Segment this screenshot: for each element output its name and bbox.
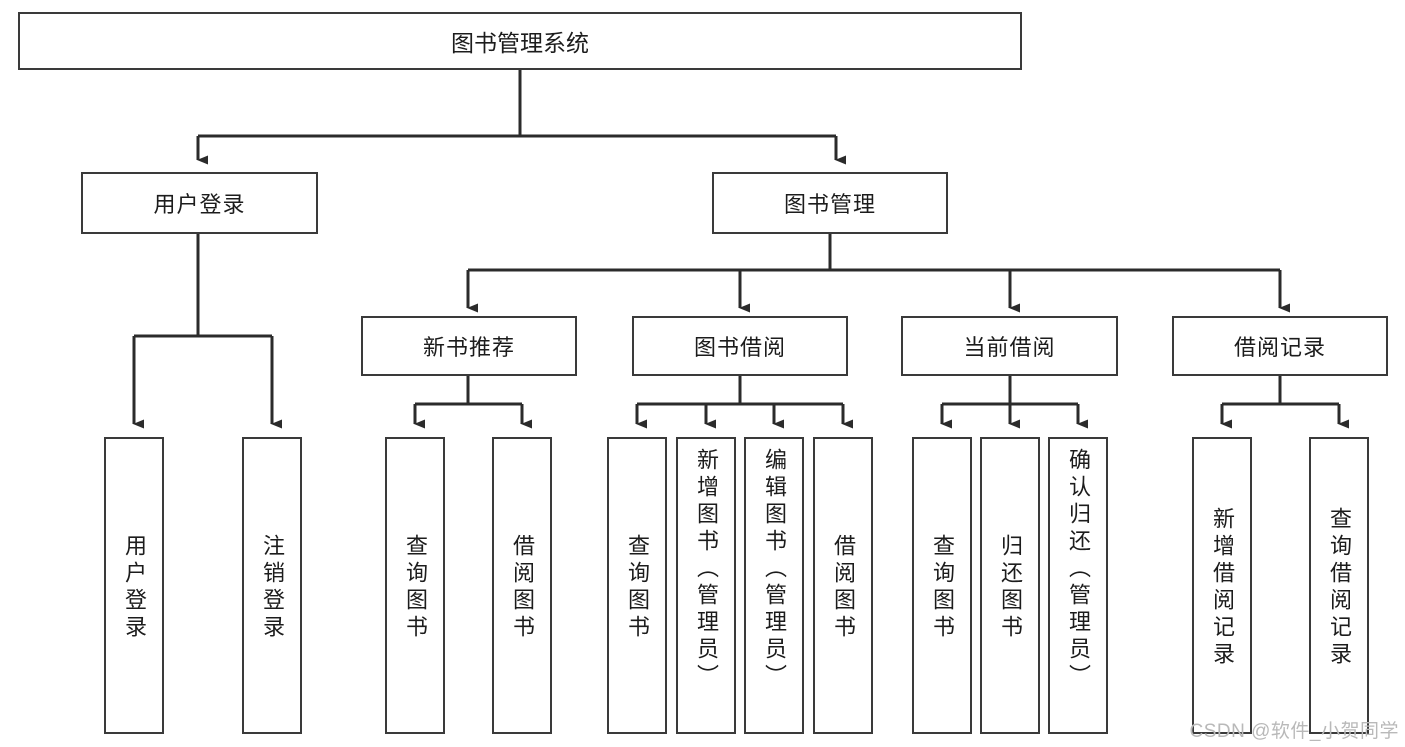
leaf-query-record[interactable]: 查询借阅记录 [1309,437,1369,734]
leaf-query-book-2-label: 查询图书 [625,533,650,642]
leaf-confirm-return[interactable]: 确认归还（管理员） [1048,437,1108,734]
leaf-add-record-label: 新增借阅记录 [1210,506,1235,669]
leaf-borrow-book-1-label: 借阅图书 [510,533,535,642]
watermark: CSDN @软件_小贺同学 [1189,721,1399,742]
node-book-borrow-label: 图书借阅 [693,335,786,360]
leaf-add-book[interactable]: 新增图书（管理员） [676,437,736,734]
leaf-query-record-label: 查询借阅记录 [1327,506,1352,669]
leaf-user-login-label: 用户登录 [122,533,147,642]
leaf-query-book-3[interactable]: 查询图书 [912,437,972,734]
leaf-return-book[interactable]: 归还图书 [980,437,1040,734]
node-new-book-recommend-label: 新书推荐 [422,335,515,360]
node-user-login[interactable]: 用户登录 [81,172,318,234]
leaf-return-book-label: 归还图书 [998,533,1023,642]
node-user-login-label: 用户登录 [153,192,246,217]
leaf-query-book-3-label: 查询图书 [930,533,955,642]
node-borrow-record-label: 借阅记录 [1233,335,1326,360]
leaf-borrow-book-2-label: 借阅图书 [831,533,856,642]
leaf-borrow-book-1[interactable]: 借阅图书 [492,437,552,734]
leaf-edit-book[interactable]: 编辑图书（管理员） [744,437,804,734]
leaf-add-record[interactable]: 新增借阅记录 [1192,437,1252,734]
leaf-query-book-1[interactable]: 查询图书 [385,437,445,734]
leaf-edit-book-label: 编辑图书（管理员） [762,448,787,691]
leaf-borrow-book-2[interactable]: 借阅图书 [813,437,873,734]
node-book-manage[interactable]: 图书管理 [712,172,948,234]
node-current-borrow[interactable]: 当前借阅 [901,316,1118,376]
leaf-logout-label: 注销登录 [260,533,285,642]
leaf-confirm-return-label: 确认归还（管理员） [1066,448,1091,691]
node-new-book-recommend[interactable]: 新书推荐 [361,316,577,376]
node-current-borrow-label: 当前借阅 [963,335,1056,360]
leaf-add-book-label: 新增图书（管理员） [694,448,719,691]
leaf-query-book-2[interactable]: 查询图书 [607,437,667,734]
leaf-user-login[interactable]: 用户登录 [104,437,164,734]
node-root-label: 图书管理系统 [451,30,589,56]
leaf-query-book-1-label: 查询图书 [403,533,428,642]
leaf-logout[interactable]: 注销登录 [242,437,302,734]
node-root[interactable]: 图书管理系统 [18,12,1022,70]
node-book-manage-label: 图书管理 [783,192,876,217]
node-borrow-record[interactable]: 借阅记录 [1172,316,1388,376]
node-book-borrow[interactable]: 图书借阅 [632,316,848,376]
